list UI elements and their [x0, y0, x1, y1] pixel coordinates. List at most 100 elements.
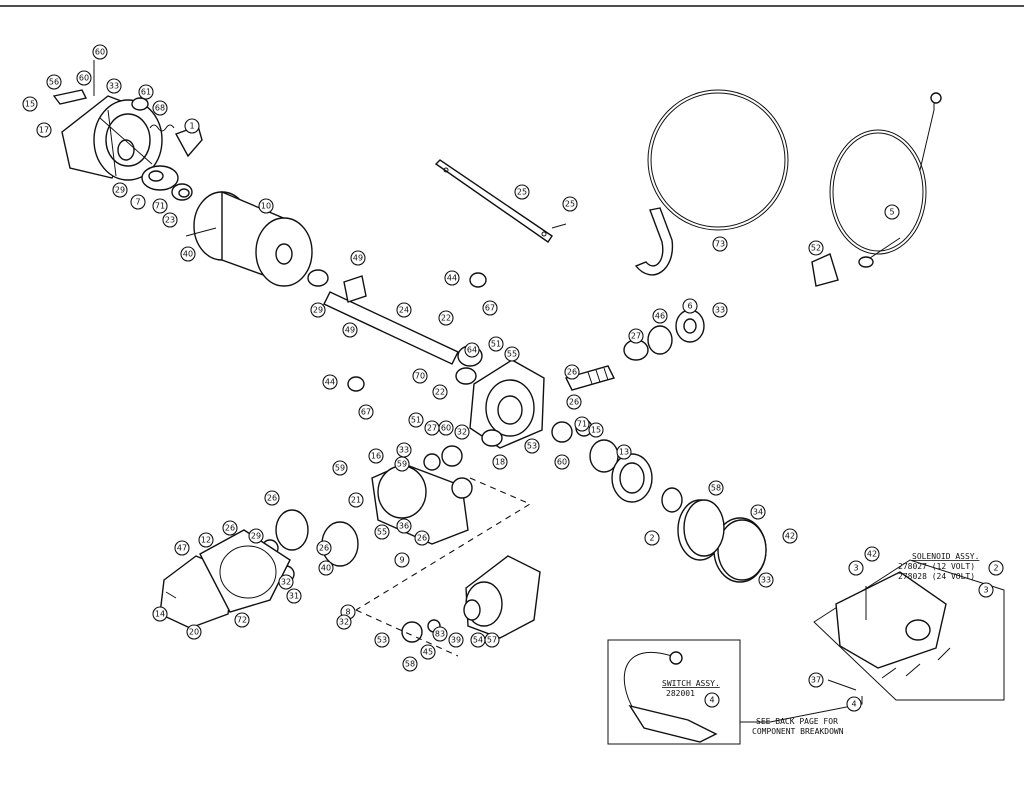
callout-67[interactable]: 67 — [358, 404, 374, 420]
callout-18[interactable]: 18 — [492, 454, 508, 470]
callout-60[interactable]: 60 — [438, 420, 454, 436]
callout-4[interactable]: 4 — [846, 696, 862, 712]
svg-text:9: 9 — [399, 556, 404, 565]
worm-shaft — [564, 309, 705, 391]
callout-61[interactable]: 61 — [138, 84, 154, 100]
callout-13[interactable]: 13 — [616, 444, 632, 460]
callout-33[interactable]: 33 — [758, 572, 774, 588]
callout-9[interactable]: 9 — [394, 552, 410, 568]
callout-47[interactable]: 47 — [174, 540, 190, 556]
callout-49[interactable]: 49 — [342, 322, 358, 338]
callout-26[interactable]: 26 — [566, 394, 582, 410]
callout-52[interactable]: 52 — [808, 240, 824, 256]
callout-64[interactable]: 64 — [464, 342, 480, 358]
callout-57[interactable]: 57 — [484, 632, 500, 648]
callout-53[interactable]: 53 — [524, 438, 540, 454]
callout-2[interactable]: 2 — [644, 530, 660, 546]
callout-15[interactable]: 15 — [588, 422, 604, 438]
callout-60[interactable]: 60 — [92, 44, 108, 60]
callout-67[interactable]: 67 — [482, 300, 498, 316]
callout-68[interactable]: 68 — [152, 100, 168, 116]
callout-44[interactable]: 44 — [322, 374, 338, 390]
callout-60[interactable]: 60 — [76, 70, 92, 86]
callout-32[interactable]: 32 — [454, 424, 470, 440]
callout-3[interactable]: 3 — [848, 560, 864, 576]
callout-71[interactable]: 71 — [152, 198, 168, 214]
callout-25[interactable]: 25 — [562, 196, 578, 212]
callout-44[interactable]: 44 — [444, 270, 460, 286]
callout-73[interactable]: 73 — [712, 236, 728, 252]
callout-29[interactable]: 29 — [310, 302, 326, 318]
callout-23[interactable]: 23 — [162, 212, 178, 228]
callout-58[interactable]: 58 — [402, 656, 418, 672]
callout-45[interactable]: 45 — [420, 644, 436, 660]
svg-text:22: 22 — [435, 388, 445, 397]
callout-22[interactable]: 22 — [438, 310, 454, 326]
callout-42[interactable]: 42 — [864, 546, 880, 562]
callout-26[interactable]: 26 — [316, 540, 332, 556]
callout-21[interactable]: 21 — [348, 492, 364, 508]
callout-70[interactable]: 70 — [412, 368, 428, 384]
callout-59[interactable]: 59 — [394, 456, 410, 472]
callout-32[interactable]: 32 — [336, 614, 352, 630]
callout-solenoid-24v[interactable]: 3 — [978, 582, 994, 598]
callout-15[interactable]: 15 — [22, 96, 38, 112]
callout-49[interactable]: 49 — [350, 250, 366, 266]
callout-83[interactable]: 83 — [432, 626, 448, 642]
callout-46[interactable]: 46 — [652, 308, 668, 324]
callout-29[interactable]: 29 — [248, 528, 264, 544]
callout-53[interactable]: 53 — [374, 632, 390, 648]
callout-6[interactable]: 6 — [682, 298, 698, 314]
svg-text:26: 26 — [569, 398, 579, 407]
callout-25[interactable]: 25 — [514, 184, 530, 200]
callout-39[interactable]: 39 — [448, 632, 464, 648]
callout-34[interactable]: 34 — [750, 504, 766, 520]
callout-51[interactable]: 51 — [408, 412, 424, 428]
callout-29[interactable]: 29 — [112, 182, 128, 198]
callout-58[interactable]: 58 — [708, 480, 724, 496]
callout-54[interactable]: 54 — [470, 632, 486, 648]
callout-26[interactable]: 26 — [222, 520, 238, 536]
callout-36[interactable]: 36 — [396, 518, 412, 534]
callout-16[interactable]: 16 — [368, 448, 384, 464]
callout-10[interactable]: 10 — [258, 198, 274, 214]
callout-22[interactable]: 22 — [432, 384, 448, 400]
callout-33[interactable]: 33 — [712, 302, 728, 318]
callout-20[interactable]: 20 — [186, 624, 202, 640]
callout-60[interactable]: 60 — [554, 454, 570, 470]
callout-1[interactable]: 1 — [184, 118, 200, 134]
callout-26[interactable]: 26 — [414, 530, 430, 546]
callout-33[interactable]: 33 — [106, 78, 122, 94]
callout-72[interactable]: 72 — [234, 612, 250, 628]
callout-42[interactable]: 42 — [782, 528, 798, 544]
callout-switch[interactable]: 4 — [704, 692, 720, 708]
callout-40[interactable]: 40 — [318, 560, 334, 576]
svg-text:37: 37 — [811, 676, 821, 685]
callout-17[interactable]: 17 — [36, 122, 52, 138]
callout-31[interactable]: 31 — [286, 588, 302, 604]
callout-14[interactable]: 14 — [152, 606, 168, 622]
callout-26[interactable]: 26 — [264, 490, 280, 506]
solenoid-line-2: 278028 (24 VOLT) — [898, 572, 975, 581]
callout-59[interactable]: 59 — [332, 460, 348, 476]
callout-33[interactable]: 33 — [396, 442, 412, 458]
callout-32[interactable]: 32 — [278, 574, 294, 590]
callout-12[interactable]: 12 — [198, 532, 214, 548]
callout-5[interactable]: 5 — [884, 204, 900, 220]
callout-51[interactable]: 51 — [488, 336, 504, 352]
callout-27[interactable]: 27 — [628, 328, 644, 344]
callout-55[interactable]: 55 — [374, 524, 390, 540]
svg-text:29: 29 — [115, 186, 125, 195]
callout-24[interactable]: 24 — [396, 302, 412, 318]
svg-text:59: 59 — [335, 464, 345, 473]
callout-37[interactable]: 37 — [808, 672, 824, 688]
callout-40[interactable]: 40 — [180, 246, 196, 262]
callout-26[interactable]: 26 — [564, 364, 580, 380]
callout-71[interactable]: 71 — [574, 416, 590, 432]
gear-housing — [469, 359, 545, 449]
callout-55[interactable]: 55 — [504, 346, 520, 362]
callout-27[interactable]: 27 — [424, 420, 440, 436]
callout-56[interactable]: 56 — [46, 74, 62, 90]
callout-7[interactable]: 7 — [130, 194, 146, 210]
callout-solenoid-12v[interactable]: 2 — [988, 560, 1004, 576]
